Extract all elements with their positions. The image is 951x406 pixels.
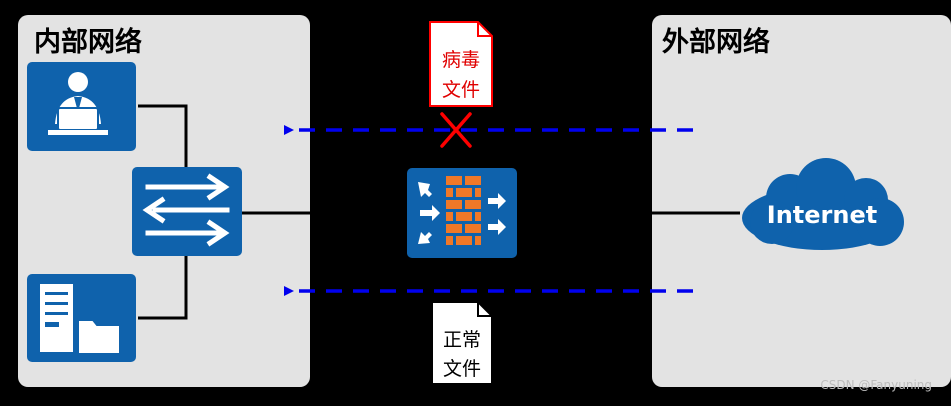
watermark: CSDN @Fanyuning <box>820 378 932 392</box>
normal-file-document <box>431 301 493 385</box>
user-pc-icon <box>27 62 136 151</box>
virus-file-document <box>429 21 493 107</box>
server-icon <box>27 274 136 362</box>
blocked-x-mark <box>440 112 472 148</box>
switch-icon <box>132 167 242 256</box>
firewall-icon <box>407 168 517 258</box>
internet-cloud-icon <box>742 158 904 250</box>
external-network-title: 外部网络 <box>662 26 770 58</box>
connection-lines <box>138 104 740 320</box>
virus-file-label-line1: 病毒 <box>442 49 480 71</box>
internal-network-title: 内部网络 <box>34 26 142 58</box>
normal-file-label-line2: 文件 <box>443 358 481 380</box>
internet-label: Internet <box>767 201 877 229</box>
normal-file-label-line1: 正常 <box>443 329 481 351</box>
virus-file-label-line2: 文件 <box>442 79 480 101</box>
